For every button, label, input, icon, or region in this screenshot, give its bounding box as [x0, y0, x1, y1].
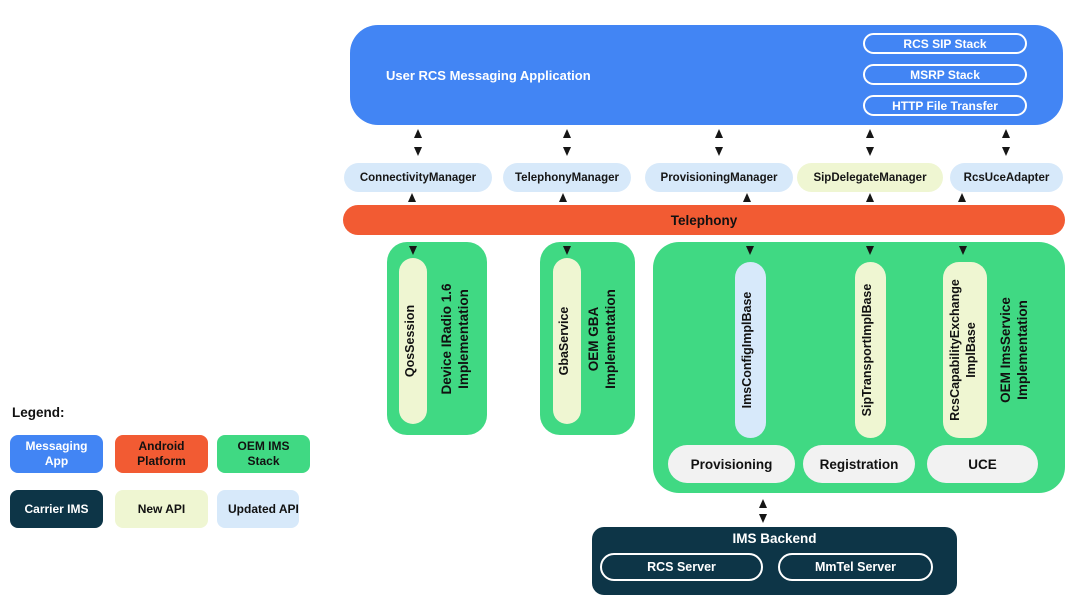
rcs-uce-adapter-pill: RcsUceAdapter: [950, 163, 1063, 192]
app-title: User RCS Messaging Application: [386, 67, 591, 83]
arrow-up-icon: [958, 193, 966, 202]
legend-messaging-app: Messaging App: [10, 435, 103, 473]
gba-service-label: GbaService: [557, 306, 571, 376]
arrow-down-icon: [866, 147, 874, 156]
arrow-down-icon: [715, 147, 723, 156]
arrow-up-icon: [759, 499, 767, 508]
sip-delegate-manager-pill: SipDelegateManager: [797, 163, 943, 192]
rcs-capability-exchange-impl-base-pill: [943, 262, 987, 438]
legend-title: Legend:: [12, 405, 65, 420]
arrow-up-icon: [563, 129, 571, 138]
rcs-sip-stack-pill: RCS SIP Stack: [863, 33, 1027, 54]
http-file-transfer-pill: HTTP File Transfer: [863, 95, 1027, 116]
legend-oem-ims-stack: OEM IMS Stack: [217, 435, 310, 473]
arrow-down-icon: [959, 246, 967, 255]
registration-function-pill: Registration: [803, 445, 915, 483]
ims-config-impl-base-label: ImsConfigImplBase: [740, 291, 754, 409]
ims-backend-box: [592, 527, 957, 595]
iradio-impl-label: Device IRadio 1.6 Implementation: [439, 283, 471, 395]
arrow-up-icon: [866, 129, 874, 138]
qos-session-label: QosSession: [403, 304, 417, 378]
sip-transport-impl-base-label: SipTransportImplBase: [860, 283, 874, 417]
gba-service-pill: [553, 258, 581, 424]
arrow-up-icon: [866, 193, 874, 202]
user-rcs-messaging-application-box: [350, 25, 1063, 125]
legend-new-api: New API: [115, 490, 208, 528]
rcs-capability-exchange-impl-base-label: RcsCapabilityExchange ImplBase: [948, 279, 978, 421]
mmtel-server-pill: MmTel Server: [778, 553, 933, 581]
legend-android-platform: Android Platform: [115, 435, 208, 473]
uce-function-pill: UCE: [927, 445, 1038, 483]
legend-updated-api: Updated API: [217, 490, 299, 528]
arrow-down-icon: [563, 147, 571, 156]
rcs-server-pill: RCS Server: [600, 553, 763, 581]
arrow-up-icon: [743, 193, 751, 202]
sip-transport-impl-base-pill: [855, 262, 886, 438]
arrow-down-icon: [746, 246, 754, 255]
connectivity-manager-pill: ConnectivityManager: [344, 163, 492, 192]
arrow-up-icon: [1002, 129, 1010, 138]
arrow-down-icon: [759, 514, 767, 523]
legend-carrier-ims: Carrier IMS: [10, 490, 103, 528]
arrow-up-icon: [414, 129, 422, 138]
ims-service-impl-label: OEM ImsService Implementation: [998, 297, 1030, 403]
telephony-bar: Telephony: [343, 205, 1065, 235]
arrow-up-icon: [559, 193, 567, 202]
arrow-down-icon: [866, 246, 874, 255]
ims-backend-title: IMS Backend: [732, 531, 817, 546]
arrow-down-icon: [409, 246, 417, 255]
provisioning-function-pill: Provisioning: [668, 445, 795, 483]
telephony-manager-pill: TelephonyManager: [503, 163, 631, 192]
gba-impl-label: OEM GBA Implementation: [586, 289, 618, 389]
provisioning-manager-pill: ProvisioningManager: [645, 163, 793, 192]
arrow-down-icon: [414, 147, 422, 156]
arrow-up-icon: [715, 129, 723, 138]
ims-config-impl-base-pill: [735, 262, 766, 438]
arrow-up-icon: [408, 193, 416, 202]
arrow-down-icon: [563, 246, 571, 255]
arrow-down-icon: [1002, 147, 1010, 156]
msrp-stack-pill: MSRP Stack: [863, 64, 1027, 85]
qos-session-pill: [399, 258, 427, 424]
